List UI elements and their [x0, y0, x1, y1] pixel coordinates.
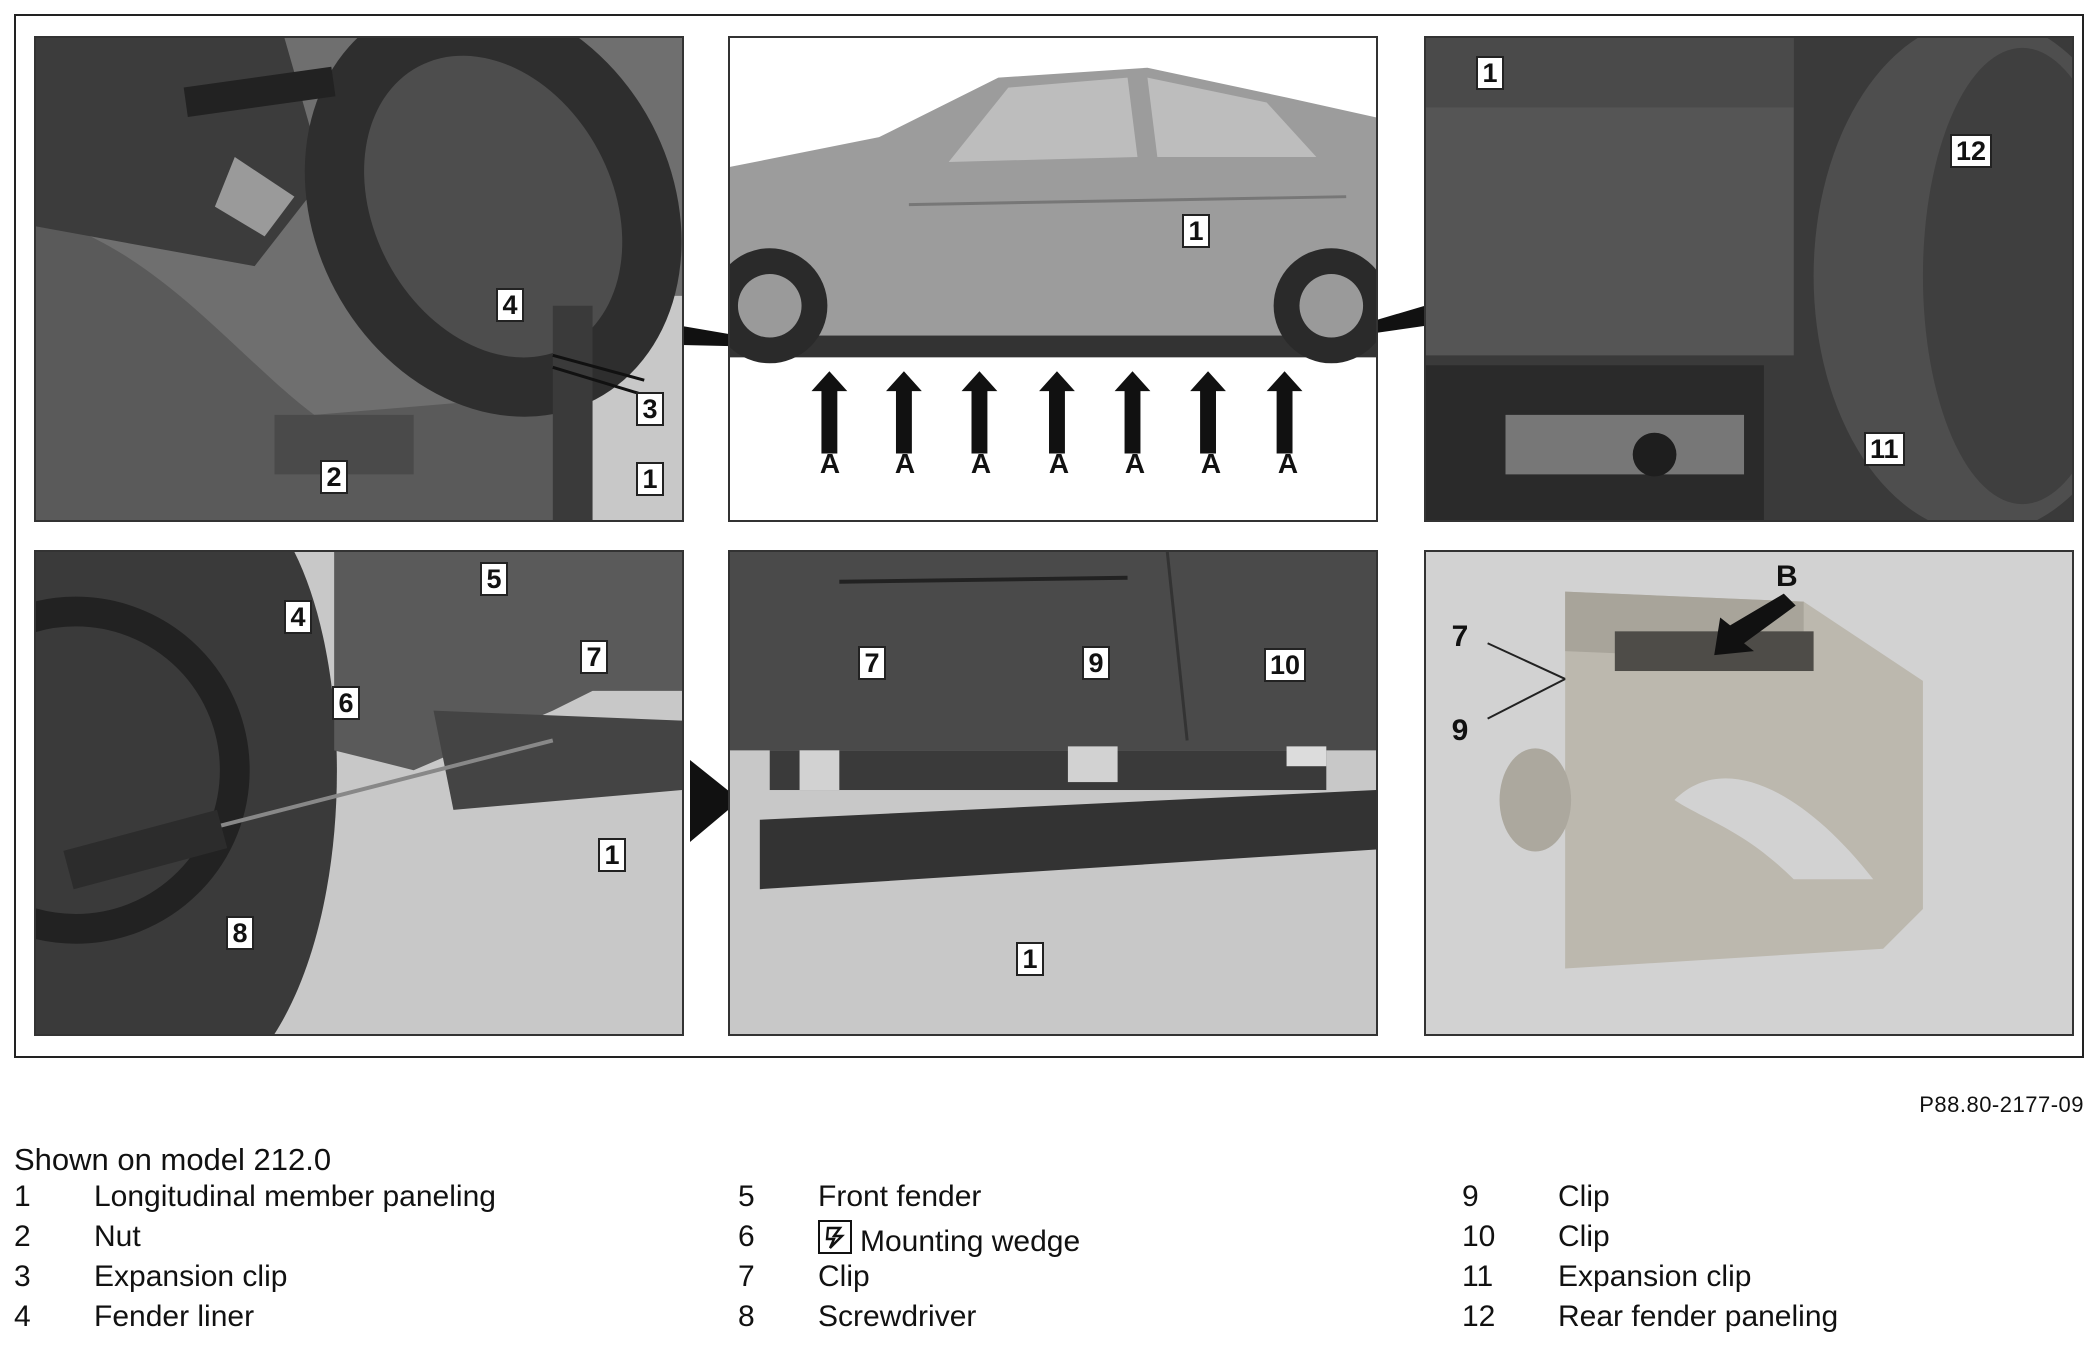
legend-item: 8 Screwdriver [738, 1300, 1418, 1340]
photo-rear-wheel-area: 1 12 11 [1424, 36, 2074, 522]
legend-item: 2 Nut [14, 1220, 694, 1260]
arrow-label-a: A [894, 448, 916, 479]
legend-number: 10 [1462, 1220, 1496, 1253]
legend-item: 10 Clip [1462, 1220, 2082, 1260]
legend-column-3: 9 Clip 10 Clip 11 Expansion clip 12 Rear… [1462, 1180, 2082, 1340]
photo-removal-screwdriver: 5 4 7 6 1 8 [34, 550, 684, 1036]
callout-1: 1 [1476, 56, 1504, 90]
legend-label: Clip [1558, 1220, 1610, 1253]
callout-8: 8 [226, 916, 254, 950]
legend-number: 11 [1462, 1260, 1494, 1293]
legend-column-2: 5 Front fender 6 Mounting wedge 7 Clip 8… [738, 1180, 1418, 1340]
photo-car-side-view: 1 A A A A A A A [728, 36, 1378, 522]
legend-number: 8 [738, 1300, 755, 1333]
legend-item: 3 Expansion clip [14, 1260, 694, 1300]
callout-11: 11 [1864, 432, 1905, 466]
callout-7: 7 [858, 646, 886, 680]
legend-number: 5 [738, 1180, 755, 1213]
callout-1: 1 [1016, 942, 1044, 976]
callout-3: 3 [636, 392, 664, 426]
callout-5: 5 [480, 562, 508, 596]
legend-item: 12 Rear fender paneling [1462, 1300, 2082, 1340]
legend-item: 6 Mounting wedge [738, 1220, 1418, 1260]
callout-4: 4 [284, 600, 312, 634]
arrow-label-a: A [1200, 448, 1222, 479]
legend-number: 3 [14, 1260, 31, 1293]
arrow-label-a: A [1048, 448, 1070, 479]
legend-title: Shown on model 212.0 [14, 1142, 332, 1177]
legend-item: 7 Clip [738, 1260, 1418, 1300]
callout-4: 4 [496, 288, 524, 322]
legend-number: 2 [14, 1220, 31, 1253]
callout-9: 9 [1451, 714, 1469, 747]
legend-label: Nut [94, 1220, 141, 1253]
callout-b: B [1776, 560, 1798, 593]
legend-number: 12 [1462, 1300, 1496, 1333]
legend-item: 9 Clip [1462, 1180, 2082, 1220]
special-tool-icon [818, 1220, 852, 1254]
arrow-label-a: A [1277, 448, 1299, 479]
callout-1: 1 [636, 462, 664, 496]
callout-2: 2 [320, 460, 348, 494]
legend-number: 4 [14, 1300, 31, 1333]
legend-number: 6 [738, 1220, 755, 1253]
photo-clip-closeup: B 7 9 [1424, 550, 2074, 1036]
photo-front-wheel-arch: 4 3 2 1 [34, 36, 684, 522]
callout-12: 12 [1950, 134, 1993, 168]
legend-label: Fender liner [94, 1300, 255, 1333]
legend-label: Clip [1558, 1180, 1610, 1213]
arrow-label-a: A [819, 448, 841, 479]
legend-column-1: 1 Longitudinal member paneling 2 Nut 3 E… [14, 1180, 694, 1340]
arrow-label-a: A [970, 448, 992, 479]
legend-label: Longitudinal member paneling [94, 1180, 496, 1213]
legend-label: Screwdriver [818, 1300, 977, 1333]
callout-7: 7 [580, 640, 608, 674]
legend-label: Front fender [818, 1180, 982, 1213]
callout-7: 7 [1451, 620, 1469, 653]
legend-item: 11 Expansion clip [1462, 1260, 2082, 1300]
legend-label: Rear fender paneling [1558, 1300, 1839, 1333]
legend-label: Clip [818, 1260, 870, 1293]
legend-number: 7 [738, 1260, 755, 1293]
legend-label: Mounting wedge [860, 1225, 1081, 1258]
callout-10: 10 [1264, 648, 1307, 682]
legend-number: 1 [14, 1180, 31, 1213]
legend-label: Expansion clip [1558, 1260, 1752, 1293]
legend-item: 1 Longitudinal member paneling [14, 1180, 694, 1220]
arrow-label-a: A [1124, 448, 1146, 479]
callout-1: 1 [1182, 214, 1210, 248]
legend-label-with-icon: Mounting wedge [818, 1220, 1080, 1259]
figure-code: P88.80-2177-09 [1919, 1092, 2084, 1117]
photo-sill-paneling-removed: 7 9 10 1 [728, 550, 1378, 1036]
callout-1: 1 [598, 838, 626, 872]
legend-item: 5 Front fender [738, 1180, 1418, 1220]
legend-number: 9 [1462, 1180, 1479, 1213]
legend-label: Expansion clip [94, 1260, 288, 1293]
callout-9: 9 [1082, 646, 1110, 680]
callout-6: 6 [332, 686, 360, 720]
legend-item: 4 Fender liner [14, 1300, 694, 1340]
